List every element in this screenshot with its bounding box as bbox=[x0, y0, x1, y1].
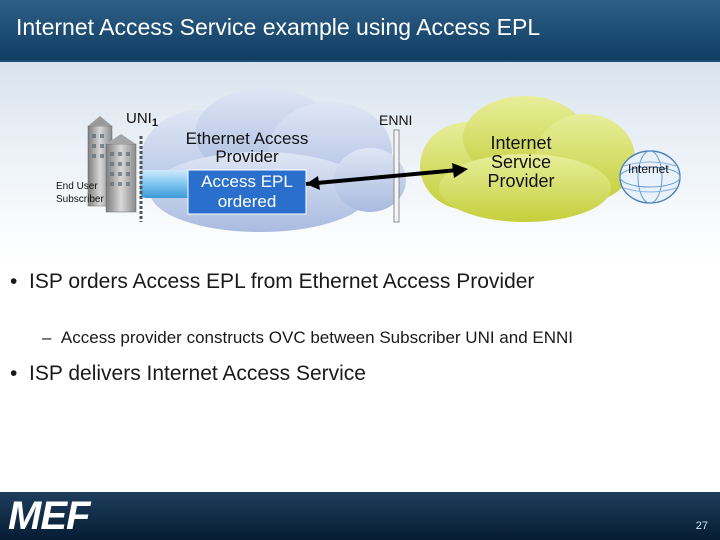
eap-line2: Provider bbox=[215, 147, 279, 166]
epl-line1: Access EPL bbox=[201, 172, 293, 191]
bullet-item-2: • ISP delivers Internet Access Service bbox=[10, 362, 366, 385]
eap-line1: Ethernet Access bbox=[185, 129, 309, 148]
epl-line2: ordered bbox=[217, 192, 277, 211]
page-number: 27 bbox=[695, 520, 708, 532]
access-epl-box bbox=[187, 169, 307, 215]
footer-bar: MEF 27 bbox=[0, 492, 720, 540]
isp-line1: Internet bbox=[490, 133, 552, 153]
uni-label-subscript: 1 bbox=[151, 117, 158, 129]
isp-label: Internet Service Provider bbox=[462, 134, 580, 191]
slide-title: Internet Access Service example using Ac… bbox=[16, 14, 541, 40]
access-epl-label: Access EPL ordered bbox=[188, 172, 306, 212]
end-user-subscriber-label: End User Subscriber bbox=[56, 180, 104, 206]
diagram-graphics bbox=[87, 88, 681, 232]
bullet-item-1: • ISP orders Access EPL from Ethernet Ac… bbox=[10, 270, 535, 293]
bullet-1-text: ISP orders Access EPL from Ethernet Acce… bbox=[29, 270, 535, 293]
bullet-subitem-1: – Access provider constructs OVC between… bbox=[42, 328, 573, 347]
title-bar: Internet Access Service example using Ac… bbox=[0, 0, 720, 62]
end-user-line2: Subscriber bbox=[56, 194, 104, 205]
building-icon bbox=[87, 116, 137, 213]
isp-cloud bbox=[420, 96, 635, 222]
internet-globe-icon bbox=[619, 150, 681, 204]
epl-arrow bbox=[305, 163, 468, 190]
mef-logo: MEF bbox=[8, 494, 90, 538]
end-user-line1: End User bbox=[56, 181, 98, 192]
bullet-2-text: ISP delivers Internet Access Service bbox=[29, 362, 366, 385]
internet-label: Internet bbox=[628, 162, 669, 176]
enni-label: ENNI bbox=[379, 112, 413, 128]
subscriber-access-link bbox=[140, 170, 200, 198]
isp-line3: Provider bbox=[487, 171, 555, 191]
isp-line2: Service bbox=[490, 152, 552, 172]
eap-label: Ethernet Access Provider bbox=[180, 130, 314, 166]
bullet-1-sub-text: Access provider constructs OVC between S… bbox=[60, 328, 573, 347]
uni-label: UNI1 bbox=[126, 110, 158, 129]
network-diagram: UNI1 ENNI End User Subscriber Ethernet A… bbox=[0, 62, 720, 262]
uni-label-main: UNI bbox=[126, 110, 152, 127]
